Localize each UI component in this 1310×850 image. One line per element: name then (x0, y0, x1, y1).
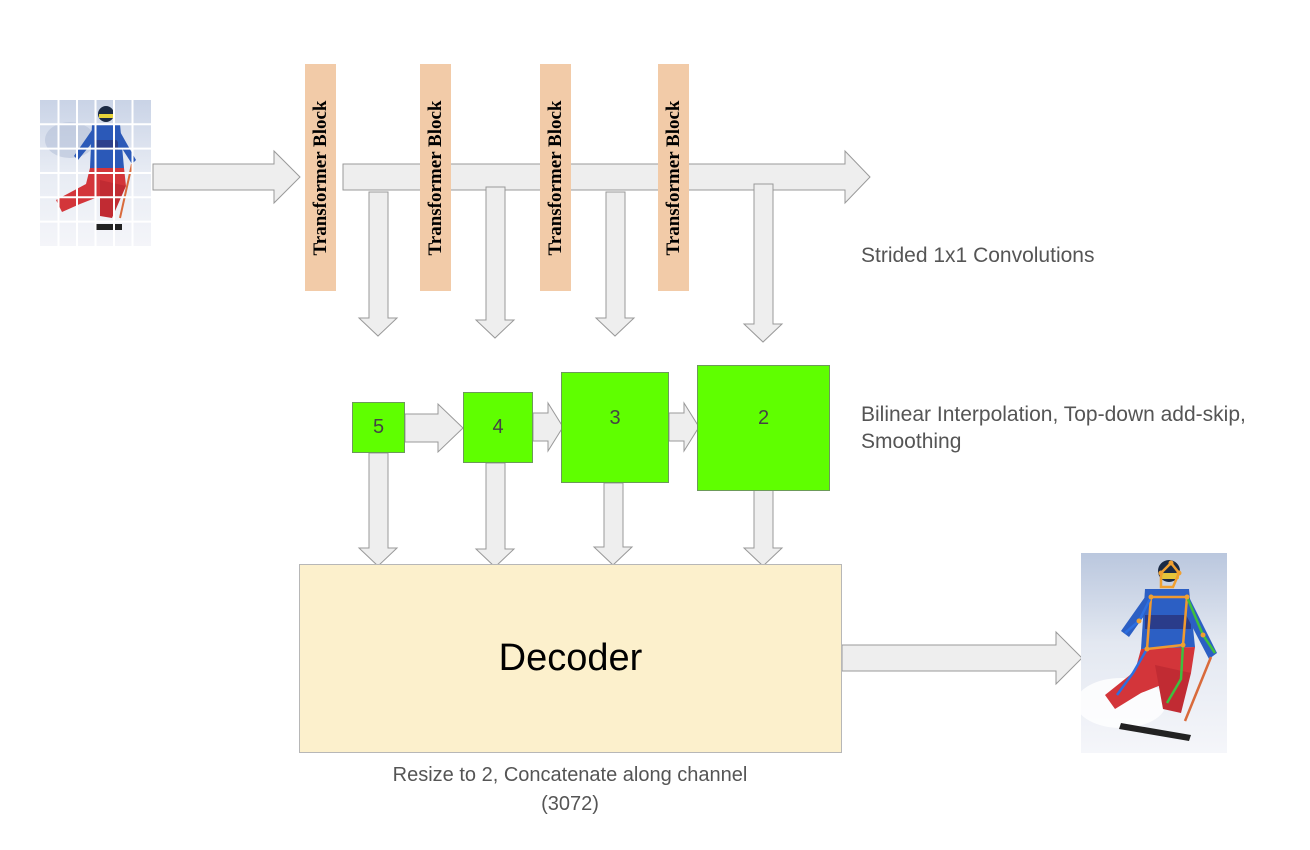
arrow-strided-conv-4 (742, 183, 784, 343)
feature-map-4: 4 (463, 392, 533, 463)
arrow-fmap4-to-decoder (474, 462, 516, 568)
bilinear-note-line2: Smoothing (861, 430, 962, 453)
transformer-block-4: Transformer Block (658, 64, 689, 291)
arrow-fmap2-to-decoder (742, 489, 784, 567)
transformer-block-3: Transformer Block (540, 64, 571, 291)
decoder-box: Decoder (299, 564, 842, 753)
arrow-topdown-3-to-2 (668, 401, 700, 453)
resize-note-line1: Resize to 2, Concatenate along channel (392, 764, 748, 786)
arrow-strided-conv-1 (357, 191, 399, 337)
arrow-topdown-5-to-4 (404, 402, 464, 454)
resize-note: Resize to 2, Concatenate along channel (… (330, 761, 810, 819)
transformer-block-2: Transformer Block (420, 64, 451, 291)
output-image (1081, 553, 1227, 753)
input-image (40, 100, 151, 246)
transformer-block-label: Transformer Block (309, 100, 331, 255)
feature-map-label: 4 (492, 416, 504, 438)
transformer-block-label: Transformer Block (544, 100, 566, 255)
skier-pose-icon (1081, 553, 1227, 753)
feature-map-5: 5 (352, 402, 405, 453)
transformer-block-label: Transformer Block (662, 100, 684, 255)
arrow-input-to-transformer (152, 149, 301, 205)
feature-map-label: 3 (609, 407, 621, 429)
bilinear-note: Bilinear Interpolation, Top-down add-ski… (861, 401, 1246, 455)
bilinear-note-line1: Bilinear Interpolation, Top-down add-ski… (861, 403, 1246, 426)
feature-map-label: 5 (372, 416, 385, 438)
arrow-fmap5-to-decoder (357, 452, 399, 567)
strided-conv-note: Strided 1x1 Convolutions (861, 244, 1095, 267)
arrow-strided-conv-2 (474, 186, 516, 339)
decoder-label: Decoder (498, 637, 643, 679)
feature-map-3: 3 (561, 372, 669, 483)
arrow-decoder-to-output (841, 630, 1083, 686)
transformer-block-1: Transformer Block (305, 64, 336, 291)
arrow-fmap3-to-decoder (592, 482, 634, 566)
feature-map-label: 2 (757, 407, 770, 429)
arrow-strided-conv-3 (594, 191, 636, 337)
resize-note-line2: (3072) (541, 793, 599, 815)
feature-map-2: 2 (697, 365, 830, 491)
transformer-block-label: Transformer Block (424, 100, 446, 255)
arrow-topdown-4-to-3 (532, 401, 564, 453)
skier-patch-grid-icon (40, 100, 151, 246)
